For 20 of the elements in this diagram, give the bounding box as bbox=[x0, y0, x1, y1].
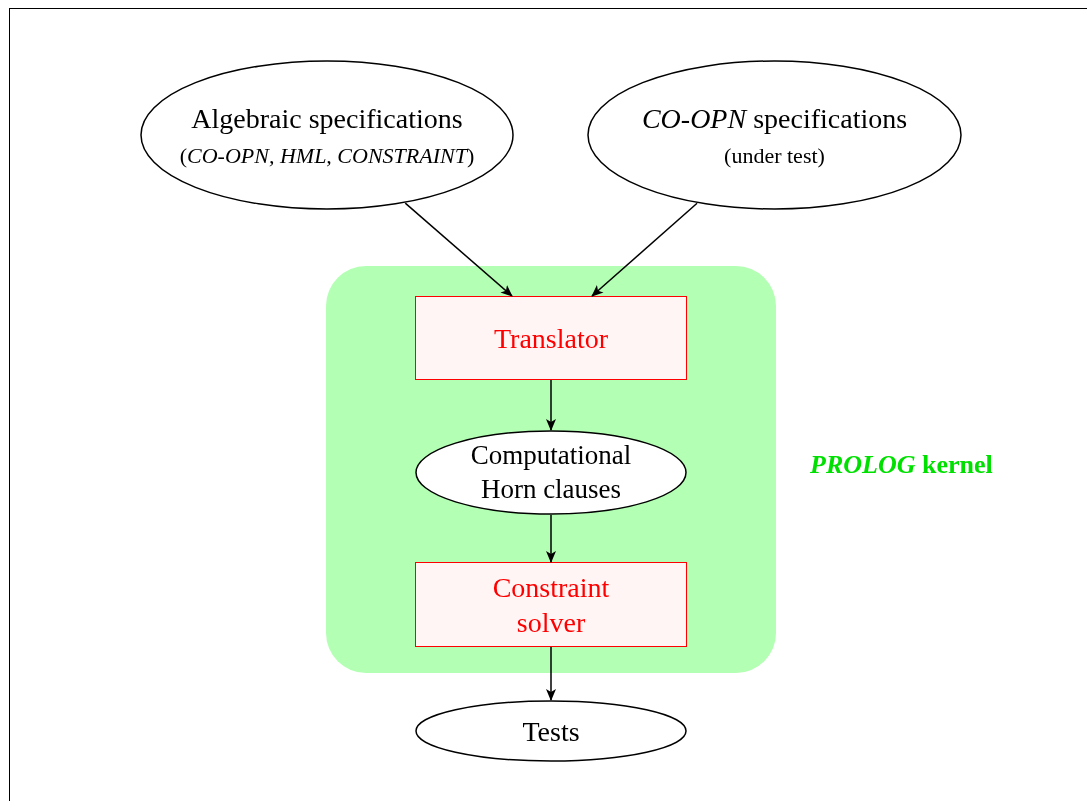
node-text: (CO-OPN, HML, CONSTRAINT) bbox=[178, 141, 476, 170]
node-text: Algebraic specifications bbox=[190, 101, 464, 136]
node-text: Tests bbox=[521, 714, 581, 749]
node-text: Constraint solver bbox=[491, 570, 611, 640]
arrow bbox=[591, 202, 698, 297]
process-box bbox=[415, 296, 687, 380]
process-box bbox=[415, 562, 687, 647]
node-text: CO-OPN specifications bbox=[640, 101, 909, 136]
node-text: Computational Horn clauses bbox=[469, 438, 633, 506]
arrow bbox=[546, 379, 556, 431]
data-ellipse bbox=[415, 430, 687, 515]
arrow bbox=[546, 514, 556, 563]
input-ellipse bbox=[587, 60, 962, 210]
output-ellipse bbox=[415, 700, 687, 762]
node-text: Translator bbox=[492, 321, 610, 356]
arrow bbox=[546, 646, 556, 701]
input-ellipse bbox=[140, 60, 514, 210]
arrow bbox=[404, 202, 513, 297]
region-label: PROLOG kernel bbox=[810, 452, 993, 478]
node-text: (under test) bbox=[723, 141, 826, 170]
